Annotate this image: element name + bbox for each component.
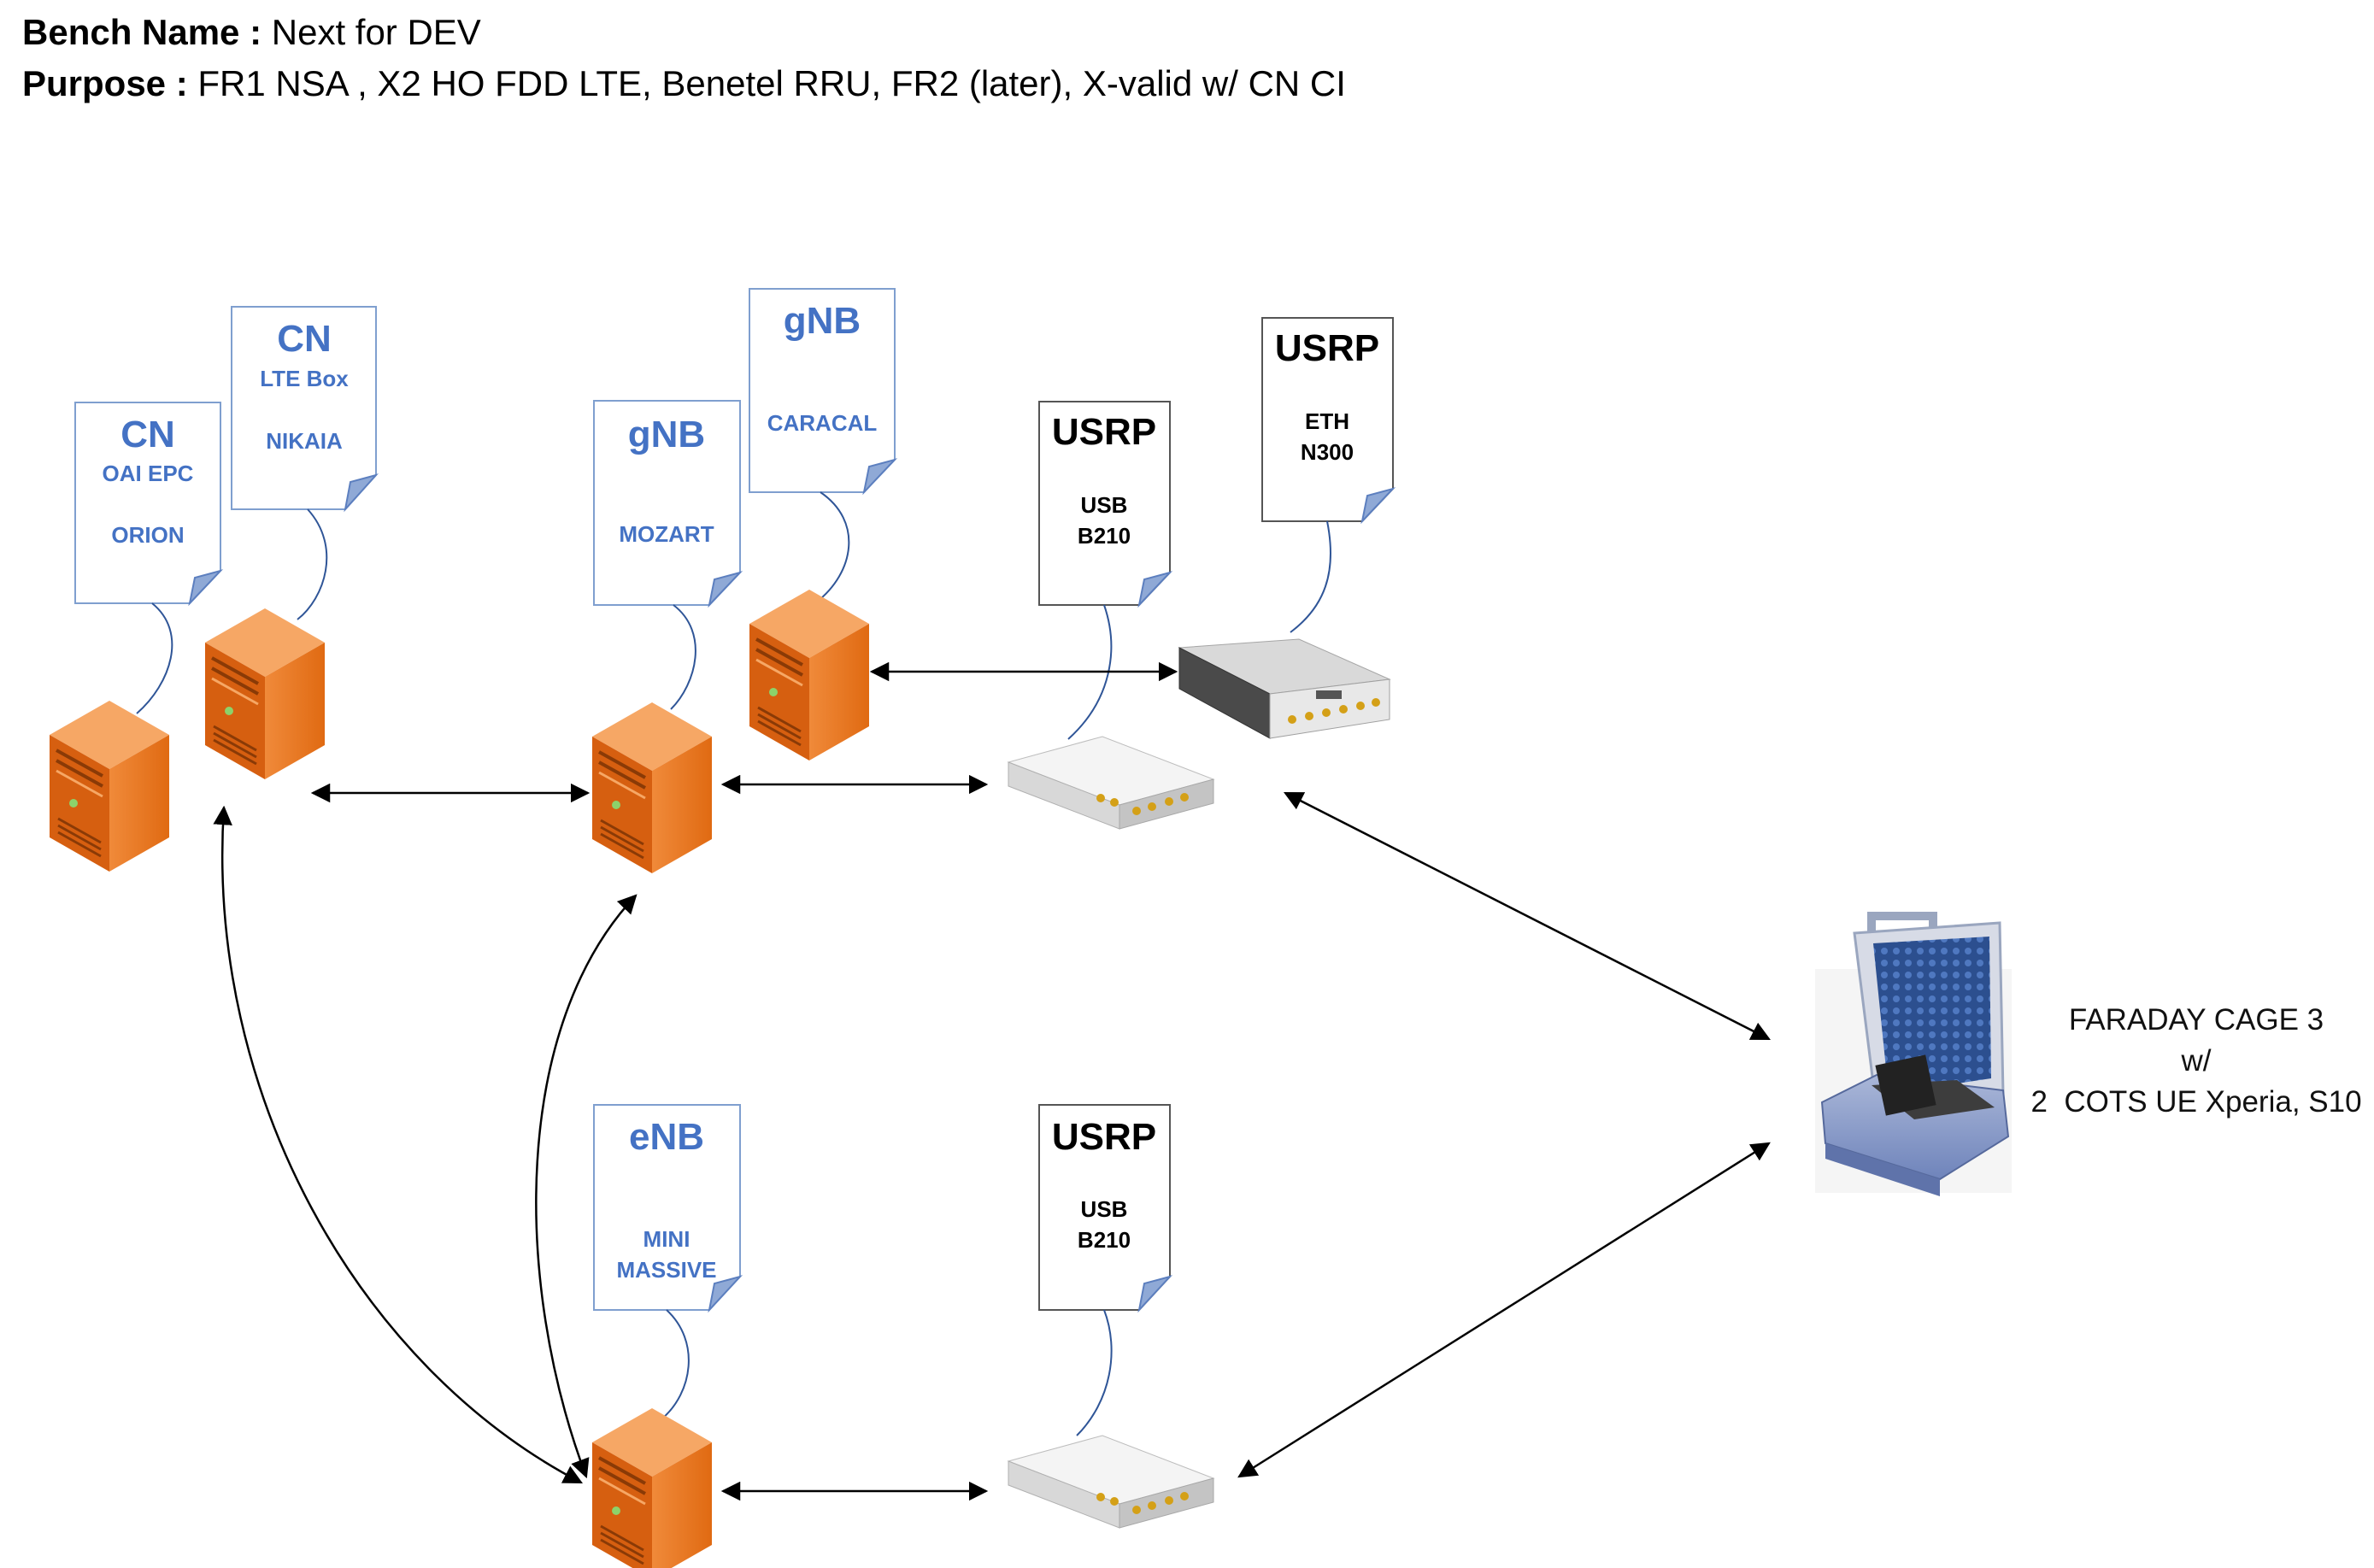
note-usrp-b210-bottom-line1: USB bbox=[1081, 1196, 1128, 1222]
connector-enb bbox=[661, 1309, 690, 1419]
note-cn-orion-line1: OAI EPC bbox=[103, 461, 194, 486]
note-gnb-caracal: gNB CARACAL bbox=[749, 288, 898, 496]
note-usrp-b210-bottom: USRP USB B210 bbox=[1038, 1104, 1173, 1313]
bench-name-line: Bench Name : Next for DEV bbox=[22, 12, 481, 53]
connector-b210-bottom bbox=[1076, 1309, 1113, 1436]
faraday-line-3: 2 COTS UE Xperia, S10 bbox=[2030, 1085, 2362, 1119]
note-usrp-b210-top-line2: B210 bbox=[1078, 523, 1131, 549]
server-orion bbox=[48, 699, 171, 873]
note-usrp-b210-top-title: USRP bbox=[1052, 411, 1156, 453]
purpose-label: Purpose : bbox=[22, 63, 188, 103]
note-enb-line2: MINI bbox=[643, 1226, 690, 1252]
link-top-cage bbox=[1283, 791, 1772, 1041]
bench-name-value: Next for DEV bbox=[271, 12, 481, 52]
note-cn-orion-title: CN bbox=[120, 414, 175, 455]
note-usrp-n300-line2: N300 bbox=[1301, 439, 1354, 465]
note-cn-nikaia-title: CN bbox=[277, 318, 332, 360]
note-usrp-n300-title: USRP bbox=[1275, 327, 1379, 369]
note-gnb-caracal-title: gNB bbox=[784, 300, 861, 342]
usrp-n300-device bbox=[1178, 638, 1391, 739]
server-mozart bbox=[591, 701, 714, 875]
connector-n300 bbox=[1290, 520, 1332, 633]
faraday-line-1: FARADAY CAGE 3 bbox=[2068, 1003, 2324, 1037]
note-cn-nikaia: CN LTE Box NIKAIA bbox=[231, 306, 379, 513]
note-gnb-mozart-title: gNB bbox=[628, 414, 705, 455]
link-mozart-enb bbox=[535, 894, 638, 1479]
connector-nikaia bbox=[297, 508, 328, 620]
note-usrp-b210-bottom-title: USRP bbox=[1052, 1116, 1156, 1158]
note-usrp-n300: USRP ETH N300 bbox=[1261, 317, 1396, 525]
server-enb bbox=[591, 1407, 714, 1568]
note-gnb-mozart-line2: MOZART bbox=[619, 521, 714, 547]
connector-caracal bbox=[815, 491, 850, 603]
bench-name-label: Bench Name : bbox=[22, 12, 262, 52]
faraday-cage-label: FARADAY CAGE 3 w/ 2 COTS UE Xperia, S10 bbox=[2017, 1000, 2374, 1123]
faraday-cage-image bbox=[1815, 912, 2012, 1196]
links bbox=[213, 661, 1772, 1501]
note-enb-line3: MASSIVE bbox=[616, 1257, 716, 1283]
usrp-b210-top-device bbox=[1008, 736, 1214, 830]
note-usrp-b210-bottom-line2: B210 bbox=[1078, 1227, 1131, 1253]
connector-orion bbox=[136, 602, 173, 714]
note-usrp-n300-line1: ETH bbox=[1305, 408, 1349, 434]
note-usrp-b210-top: USRP USB B210 bbox=[1038, 401, 1173, 608]
purpose-value: FR1 NSA , X2 HO FDD LTE, Benetel RRU, FR… bbox=[197, 63, 1346, 103]
note-usrp-b210-top-line1: USB bbox=[1081, 492, 1128, 518]
note-cn-orion-line3: ORION bbox=[111, 522, 184, 548]
note-gnb-caracal-line2: CARACAL bbox=[767, 410, 878, 436]
note-gnb-mozart: gNB MOZART bbox=[593, 400, 743, 608]
server-caracal bbox=[748, 588, 871, 762]
note-cn-nikaia-line3: NIKAIA bbox=[266, 428, 343, 454]
usrp-b210-bottom-device bbox=[1008, 1435, 1214, 1529]
server-nikaia bbox=[203, 607, 326, 781]
note-enb-title: eNB bbox=[629, 1116, 704, 1158]
connector-mozart bbox=[670, 604, 696, 710]
link-orion-enb bbox=[213, 805, 583, 1484]
note-enb-mini-massive: eNB MINI MASSIVE bbox=[593, 1104, 743, 1313]
note-cn-nikaia-line1: LTE Box bbox=[260, 366, 349, 391]
note-cn-orion: CN OAI EPC ORION bbox=[74, 402, 224, 607]
link-bottom-cage bbox=[1237, 1142, 1771, 1478]
faraday-line-2: w/ bbox=[2181, 1044, 2212, 1078]
purpose-line: Purpose : FR1 NSA , X2 HO FDD LTE, Benet… bbox=[22, 63, 1346, 104]
